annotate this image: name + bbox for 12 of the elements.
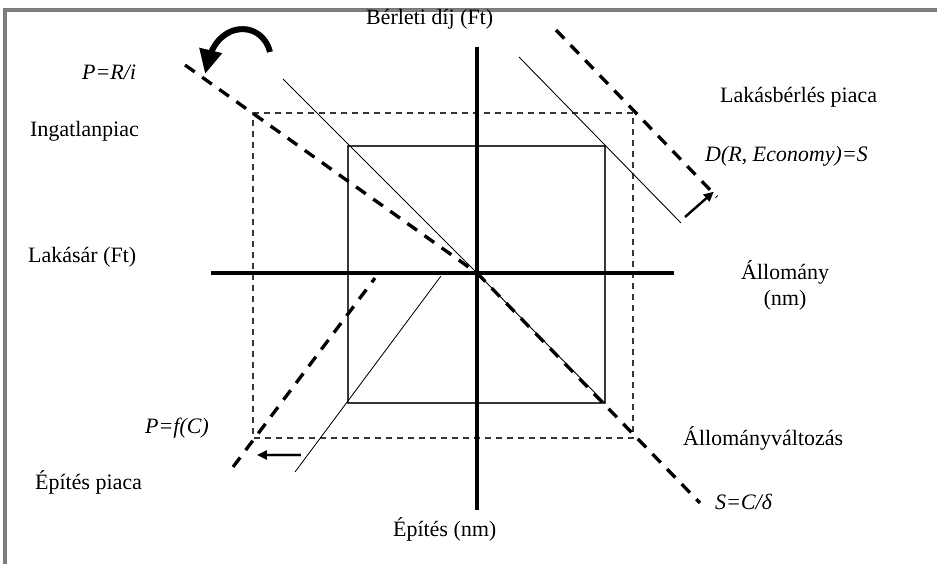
- formula-label: S=C/δ: [715, 489, 772, 516]
- axis-label: Építés (nm): [393, 516, 496, 542]
- axis-label: Építés piaca: [35, 469, 142, 496]
- formula-label: D(R, Economy)=S: [705, 141, 868, 168]
- axis-label: Lakásbérlés piaca: [720, 82, 877, 108]
- axis-label: Ingatlanpiac: [30, 116, 139, 142]
- formula-label: P=f(C): [145, 413, 209, 440]
- axis-label: Bérleti díj (Ft): [366, 4, 494, 30]
- axis-label: Állományváltozás: [683, 425, 844, 452]
- axis-label: Lakásár (Ft): [28, 242, 136, 268]
- axis-label: Állomány (nm): [740, 259, 830, 312]
- formula-label: P=R/i: [82, 59, 136, 86]
